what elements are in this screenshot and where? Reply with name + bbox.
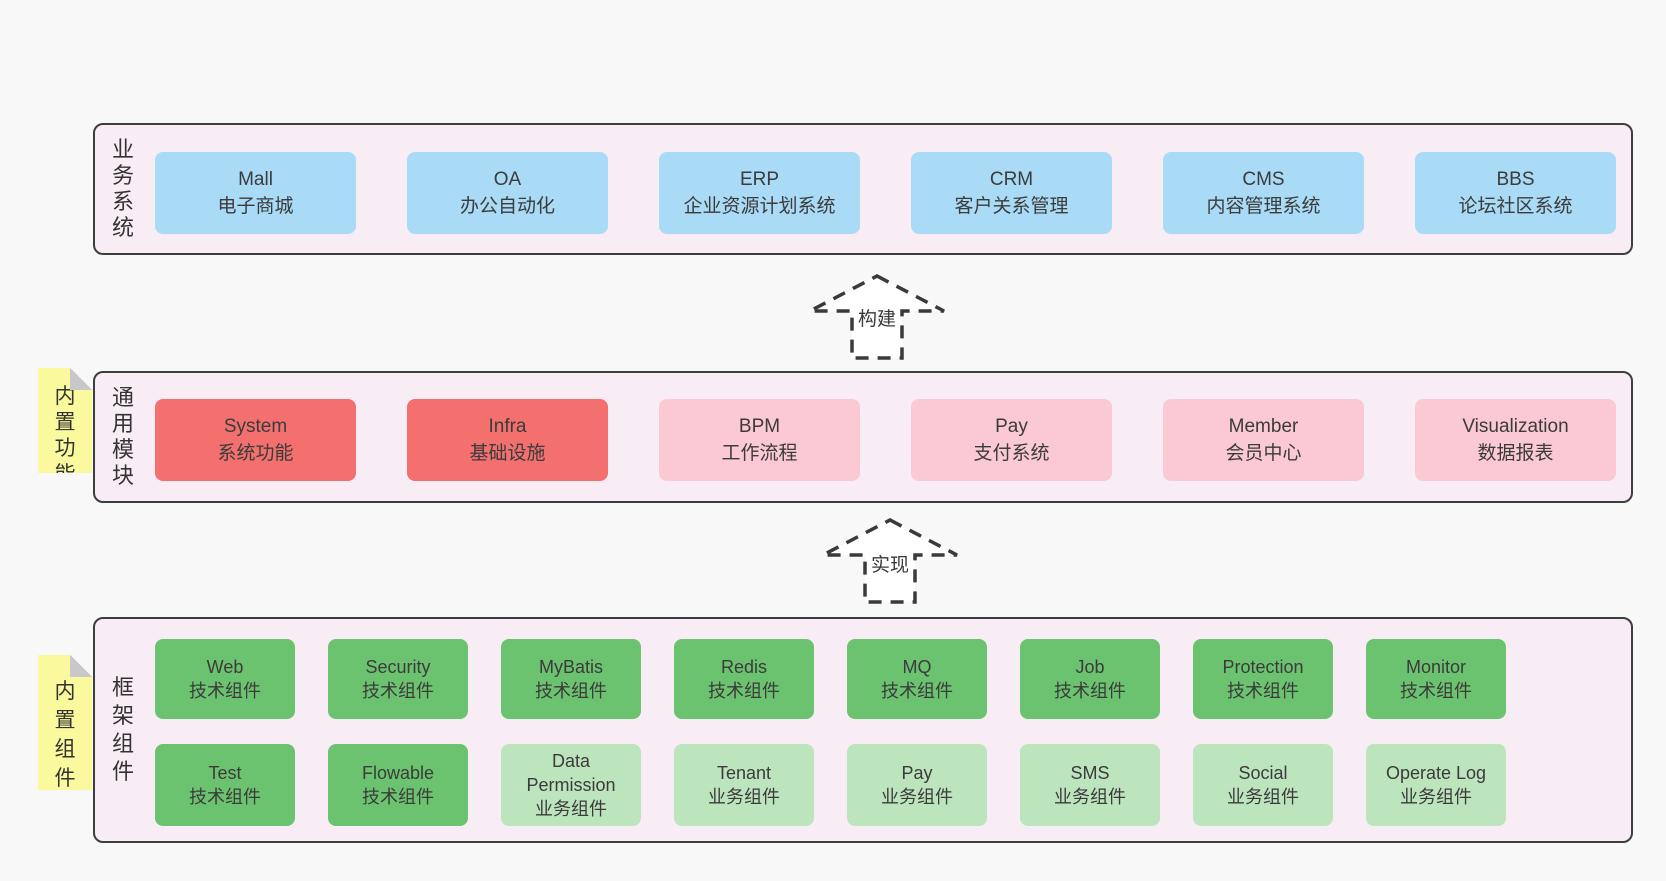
- box-monitor: Monitor 技术组件: [1366, 639, 1506, 719]
- box-cms: CMS 内容管理系统: [1163, 152, 1364, 234]
- side-label-common-modules: 通用模块: [111, 385, 134, 488]
- box-erp: ERP 企业资源计划系统: [659, 152, 860, 234]
- box-pay-module: Pay 支付系统: [911, 399, 1112, 481]
- box-protection: Protection 技术组件: [1193, 639, 1333, 719]
- components-box-row-1: Web 技术组件 Security 技术组件 MyBatis 技术组件 Redi…: [155, 639, 1506, 719]
- box-tenant: Tenant 业务组件: [674, 744, 814, 826]
- side-label-business-systems: 业务系统: [111, 137, 134, 240]
- box-social: Social 业务组件: [1193, 744, 1333, 826]
- sticky-fold-corner: [70, 368, 92, 390]
- sticky-note-built-in-features: 内置功能: [38, 368, 92, 473]
- box-web: Web 技术组件: [155, 639, 295, 719]
- business-box-row: Mall 电子商城 OA 办公自动化 ERP 企业资源计划系统 CRM 客户关系…: [155, 152, 1616, 234]
- panel-common-modules: 通用模块 System 系统功能 Infra 基础设施 BPM 工作流程 Pay…: [93, 371, 1633, 503]
- box-member: Member 会员中心: [1163, 399, 1364, 481]
- box-data-permission: Data Permission 业务组件: [501, 744, 641, 826]
- modules-box-row: System 系统功能 Infra 基础设施 BPM 工作流程 Pay 支付系统…: [155, 399, 1616, 481]
- box-pay-component: Pay 业务组件: [847, 744, 987, 826]
- box-system: System 系统功能: [155, 399, 356, 481]
- box-test: Test 技术组件: [155, 744, 295, 826]
- sticky-fold-corner: [70, 655, 92, 677]
- box-redis: Redis 技术组件: [674, 639, 814, 719]
- box-bpm: BPM 工作流程: [659, 399, 860, 481]
- box-crm: CRM 客户关系管理: [911, 152, 1112, 234]
- implement-arrow-label: 实现: [868, 555, 912, 577]
- panel-framework-components: 框架组件 Web 技术组件 Security 技术组件 MyBatis 技术组件…: [93, 617, 1633, 843]
- box-operate-log: Operate Log 业务组件: [1366, 744, 1506, 826]
- box-mybatis: MyBatis 技术组件: [501, 639, 641, 719]
- box-mall: Mall 电子商城: [155, 152, 356, 234]
- box-security: Security 技术组件: [328, 639, 468, 719]
- box-bbs: BBS 论坛社区系统: [1415, 152, 1616, 234]
- build-arrow-label: 构建: [855, 309, 899, 331]
- box-infra: Infra 基础设施: [407, 399, 608, 481]
- box-mq: MQ 技术组件: [847, 639, 987, 719]
- sticky-note-label: 内置组件: [54, 680, 76, 790]
- side-label-framework-components: 框架组件: [111, 675, 134, 784]
- components-box-row-2: Test 技术组件 Flowable 技术组件 Data Permission …: [155, 744, 1506, 826]
- panel-business-systems: 业务系统 Mall 电子商城 OA 办公自动化 ERP 企业资源计划系统 CRM…: [93, 123, 1633, 255]
- box-visualization: Visualization 数据报表: [1415, 399, 1616, 481]
- box-sms: SMS 业务组件: [1020, 744, 1160, 826]
- box-flowable: Flowable 技术组件: [328, 744, 468, 826]
- box-job: Job 技术组件: [1020, 639, 1160, 719]
- sticky-note-built-in-components: 内置组件: [38, 655, 92, 790]
- sticky-note-label: 内置功能: [54, 385, 76, 486]
- box-oa: OA 办公自动化: [407, 152, 608, 234]
